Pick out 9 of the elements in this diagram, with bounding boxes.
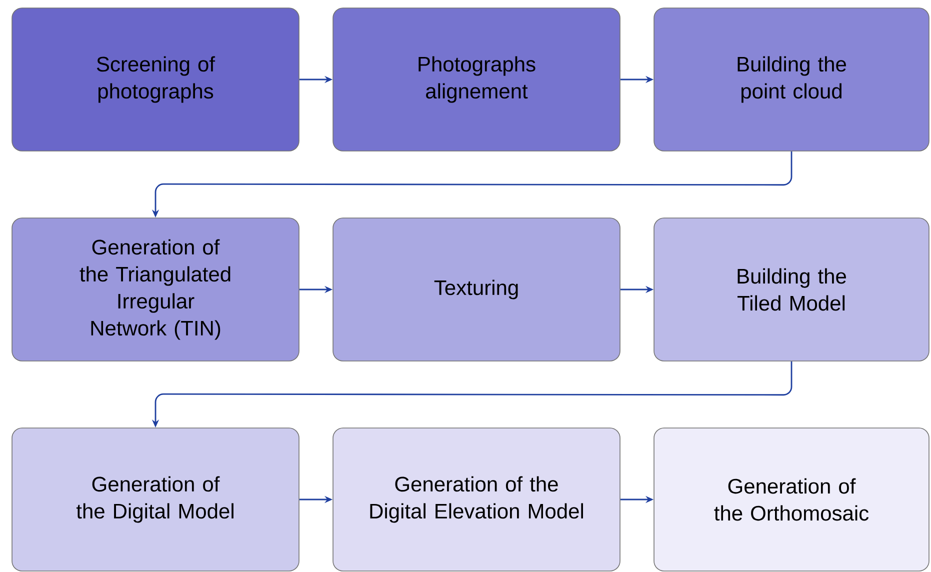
- process-box: Screening of photographs: [12, 8, 300, 152]
- process-box: Generation of the Digital Elevation Model: [332, 428, 620, 572]
- process-box: Generation of the Triangulated Irregular Network (TIN): [12, 218, 300, 362]
- process-box: Building the point cloud: [654, 8, 930, 152]
- process-box: Photographs alignement: [332, 8, 620, 152]
- process-box: Generation of the Digital Model: [12, 428, 300, 572]
- process-box: Building the Tiled Model: [654, 218, 930, 362]
- process-box: Generation of the Orthomosaic: [654, 428, 930, 572]
- process-box: Texturing: [332, 218, 620, 362]
